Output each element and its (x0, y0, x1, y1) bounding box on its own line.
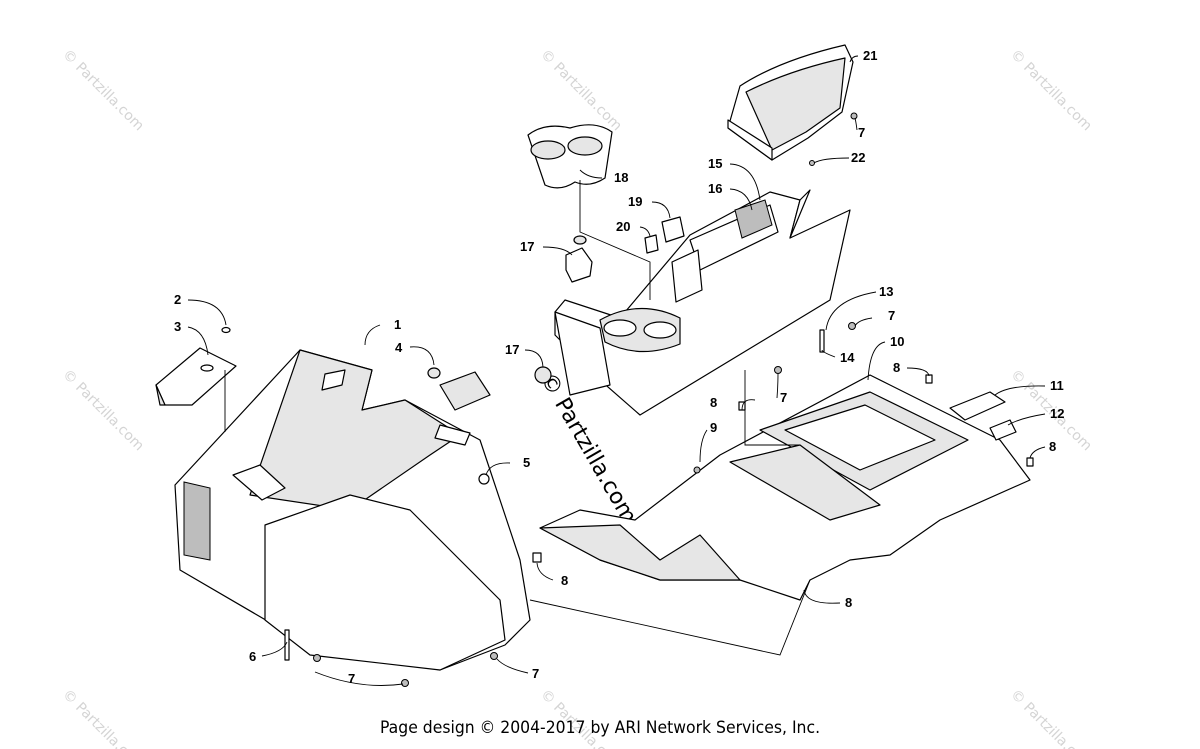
part-21-cover (727, 44, 854, 161)
callout-5: 5 (523, 455, 530, 470)
callout-10: 10 (890, 334, 904, 349)
callout-17-a: 17 (520, 239, 534, 254)
callouts: 1 2 3 4 5 6 7 7 7 7 7 7 8 8 8 8 8 8 9 10… (174, 48, 1064, 686)
callout-11: 11 (1050, 378, 1064, 393)
callout-20: 20 (616, 219, 630, 234)
callout-7-c: 7 (780, 390, 787, 405)
leader-lines (187, 55, 1046, 686)
callout-7-b: 7 (888, 308, 895, 323)
part-18-cupholder (527, 124, 613, 189)
callout-7-d: 7 (348, 671, 355, 686)
callout-14: 14 (840, 350, 855, 365)
part-1-dash (174, 349, 531, 671)
page-footer: Page design © 2004-2017 by ARI Network S… (379, 718, 821, 738)
callout-13: 13 (879, 284, 893, 299)
part-19-20-switch (644, 216, 685, 254)
callout-7-a: 7 (858, 125, 865, 140)
callout-8-c: 8 (1049, 439, 1056, 454)
part-17-outlet-upper (565, 235, 593, 283)
center-console (554, 189, 851, 416)
callout-19: 19 (628, 194, 642, 209)
callout-6: 6 (249, 649, 256, 664)
callout-21: 21 (863, 48, 877, 63)
part-10-floorpan (539, 374, 1031, 601)
callout-18: 18 (614, 170, 628, 185)
callout-15: 15 (708, 156, 722, 171)
hardware (284, 112, 1034, 687)
callout-4: 4 (395, 340, 403, 355)
callout-7-e: 7 (532, 666, 539, 681)
watermark-ml: © Partzilla.com (59, 367, 147, 455)
callout-8-b: 8 (710, 395, 717, 410)
part-17-outlet-lower (534, 366, 552, 384)
callout-8-a: 8 (893, 360, 900, 375)
callout-1: 1 (394, 317, 401, 332)
part-4-grommet (427, 367, 491, 411)
watermark-tr: © Partzilla.com (1007, 47, 1095, 135)
part-2-screw (221, 326, 231, 334)
callout-17-b: 17 (505, 342, 519, 357)
part-12-clip (989, 419, 1017, 441)
callout-8-d: 8 (561, 573, 568, 588)
callout-9: 9 (710, 420, 717, 435)
part-3-bracket (155, 347, 237, 406)
callout-22: 22 (851, 150, 865, 165)
callout-16: 16 (708, 181, 722, 196)
watermark-tl: © Partzilla.com (59, 47, 147, 135)
callout-2: 2 (174, 292, 181, 307)
callout-12: 12 (1050, 406, 1064, 421)
callout-3: 3 (174, 319, 181, 334)
part-11-panel (949, 391, 1006, 421)
callout-8-e: 8 (845, 595, 852, 610)
watermark-tc: © Partzilla.com (537, 47, 625, 135)
